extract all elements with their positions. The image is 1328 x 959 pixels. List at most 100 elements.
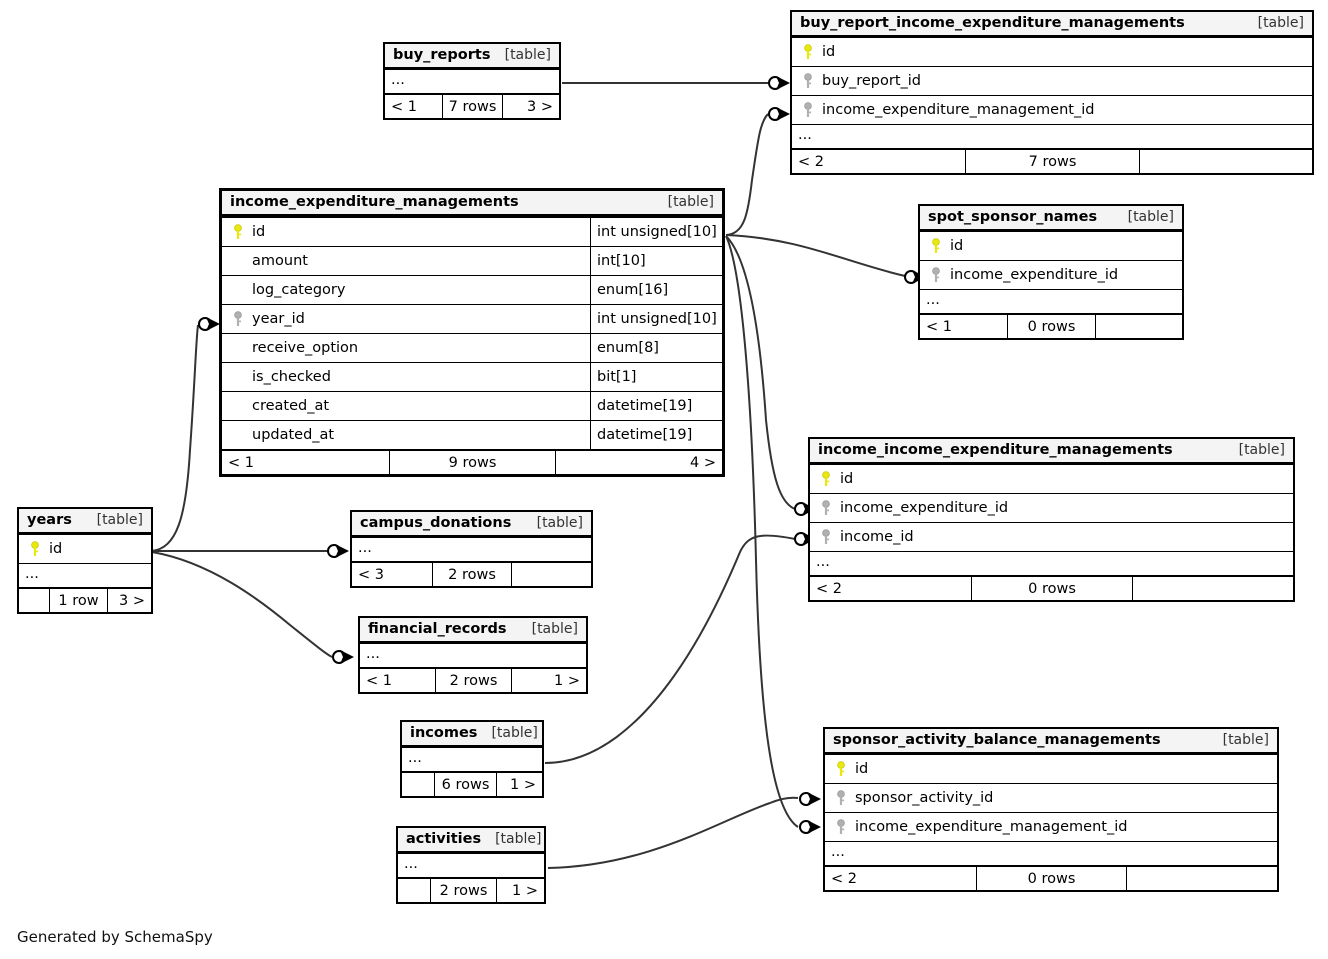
edge-endpoint-circle (794, 532, 808, 546)
column-row[interactable]: income_expenditure_management_id (825, 812, 1277, 841)
table-header: buy_reports [table] (385, 44, 559, 69)
footer-parents[interactable] (398, 879, 430, 902)
footer-parents[interactable]: < 1 (926, 318, 952, 335)
column-row[interactable]: receive_option enum[8] (222, 333, 722, 362)
table-campus-donations[interactable]: campus_donations [table] ... < 3 2 rows (350, 510, 593, 588)
column-main: id (792, 38, 1312, 66)
column-name: id (950, 238, 964, 254)
footer-rowcount: 7 rows (965, 150, 1138, 173)
column-name: id (252, 224, 266, 240)
column-name: log_category (252, 282, 346, 298)
column-row[interactable]: income_expenditure_id (920, 260, 1182, 289)
table-sponsor-activity-balance-managements[interactable]: sponsor_activity_balance_managements [ta… (823, 727, 1279, 892)
edge-activities-link (547, 796, 799, 869)
footer-children[interactable] (1132, 577, 1293, 600)
column-row[interactable]: id (825, 754, 1277, 783)
column-name: id (822, 44, 836, 60)
column-row[interactable]: log_category enum[16] (222, 275, 722, 304)
column-row[interactable]: sponsor_activity_id (825, 783, 1277, 812)
column-row[interactable]: id (810, 464, 1293, 493)
column-row[interactable]: income_expenditure_id (810, 493, 1293, 522)
footer-parents[interactable]: < 2 (816, 580, 842, 597)
column-name: updated_at (252, 427, 335, 443)
column-main: log_category (222, 276, 590, 304)
primary-key-icon (25, 541, 45, 557)
column-main: income_expenditure_id (920, 261, 1182, 289)
table-activities[interactable]: activities [table] ... 2 rows 1 > (396, 826, 546, 904)
column-type: int[10] (590, 247, 722, 275)
column-main: amount (222, 247, 590, 275)
more-columns-indicator: ... (352, 537, 591, 561)
column-main: id (825, 755, 1277, 783)
column-row[interactable]: is_checked bit[1] (222, 362, 722, 391)
footer-children[interactable] (1126, 867, 1277, 890)
column-main: created_at (222, 392, 590, 420)
footer-children[interactable] (1138, 150, 1312, 173)
column-row[interactable]: year_id int unsigned[10] (222, 304, 722, 333)
table-footer: < 1 0 rows (920, 313, 1182, 338)
table-buy-reports[interactable]: buy_reports [table] ... < 1 7 rows 3 > (383, 42, 561, 120)
table-buy-report-income-expenditure-managements[interactable]: buy_report_income_expenditure_management… (790, 10, 1314, 175)
edge-endpoint-circle (904, 270, 918, 284)
column-main: id (19, 535, 151, 563)
column-row[interactable]: id (19, 534, 151, 563)
table-spot-sponsor-names[interactable]: spot_sponsor_names [table] id income_exp… (918, 204, 1184, 340)
footer-parents[interactable]: < 3 (358, 566, 384, 583)
footer-children[interactable]: 4 > (555, 451, 722, 474)
footer-children[interactable]: 3 > (502, 95, 559, 118)
footer-parents[interactable]: < 2 (831, 870, 857, 887)
column-row[interactable]: created_at datetime[19] (222, 391, 722, 420)
column-row[interactable]: income_id (810, 522, 1293, 551)
table-tag: [table] (1238, 442, 1285, 458)
footer-parents[interactable]: < 1 (391, 98, 417, 115)
column-name: is_checked (252, 369, 331, 385)
ellipsis-label: ... (366, 645, 380, 662)
column-row[interactable]: id int unsigned[10] (222, 217, 722, 246)
footer-children[interactable]: 1 > (496, 879, 544, 902)
footer-rowcount: 1 row (49, 589, 107, 612)
edge-iem-sponsorbalance (725, 235, 799, 828)
foreign-key-icon (798, 102, 818, 118)
footer-children[interactable]: 1 > (496, 773, 542, 796)
footer-parents[interactable]: < 1 (366, 672, 392, 689)
table-footer: < 3 2 rows (352, 561, 591, 586)
primary-key-icon (926, 238, 946, 254)
ellipsis-label: ... (404, 855, 418, 872)
column-main: buy_report_id (792, 67, 1312, 95)
column-row[interactable]: id (792, 37, 1312, 66)
footer-children[interactable] (511, 563, 591, 586)
column-row[interactable]: income_expenditure_management_id (792, 95, 1312, 124)
edge-endpoint-circle (768, 107, 782, 121)
table-title: years (27, 512, 72, 528)
edge-arrow (776, 76, 790, 90)
table-header: spot_sponsor_names [table] (920, 206, 1182, 231)
column-row[interactable]: buy_report_id (792, 66, 1312, 95)
footer-parents[interactable] (19, 589, 49, 612)
table-header: income_income_expenditure_managements [t… (810, 439, 1293, 464)
column-type: int unsigned[10] (590, 218, 722, 246)
table-title: incomes (410, 725, 478, 741)
table-financial-records[interactable]: financial_records [table] ... < 1 2 rows… (358, 616, 588, 694)
footer-parents[interactable]: < 2 (798, 153, 824, 170)
table-header: buy_report_income_expenditure_management… (792, 12, 1312, 37)
column-name: year_id (252, 311, 305, 327)
column-row[interactable]: updated_at datetime[19] (222, 420, 722, 449)
column-row[interactable]: id (920, 231, 1182, 260)
table-incomes[interactable]: incomes [table] ... 6 rows 1 > (400, 720, 544, 798)
column-name: buy_report_id (822, 73, 921, 89)
footer-parents[interactable] (402, 773, 434, 796)
table-income-expenditure-managements[interactable]: income_expenditure_managements [table] i… (219, 188, 725, 477)
column-name: created_at (252, 398, 330, 414)
footer-rowcount: 2 rows (431, 563, 512, 586)
column-name: income_expenditure_id (950, 267, 1119, 283)
footer-children[interactable]: 3 > (107, 589, 151, 612)
column-name: sponsor_activity_id (855, 790, 994, 806)
table-years[interactable]: years [table] id ... 1 row 3 > (17, 507, 153, 614)
column-name: amount (252, 253, 308, 269)
column-row[interactable]: amount int[10] (222, 246, 722, 275)
more-columns-indicator: ... (810, 551, 1293, 575)
footer-children[interactable] (1094, 315, 1182, 338)
table-income-income-expenditure-managements[interactable]: income_income_expenditure_managements [t… (808, 437, 1295, 602)
footer-parents[interactable]: < 1 (228, 454, 254, 471)
footer-children[interactable]: 1 > (510, 669, 586, 692)
